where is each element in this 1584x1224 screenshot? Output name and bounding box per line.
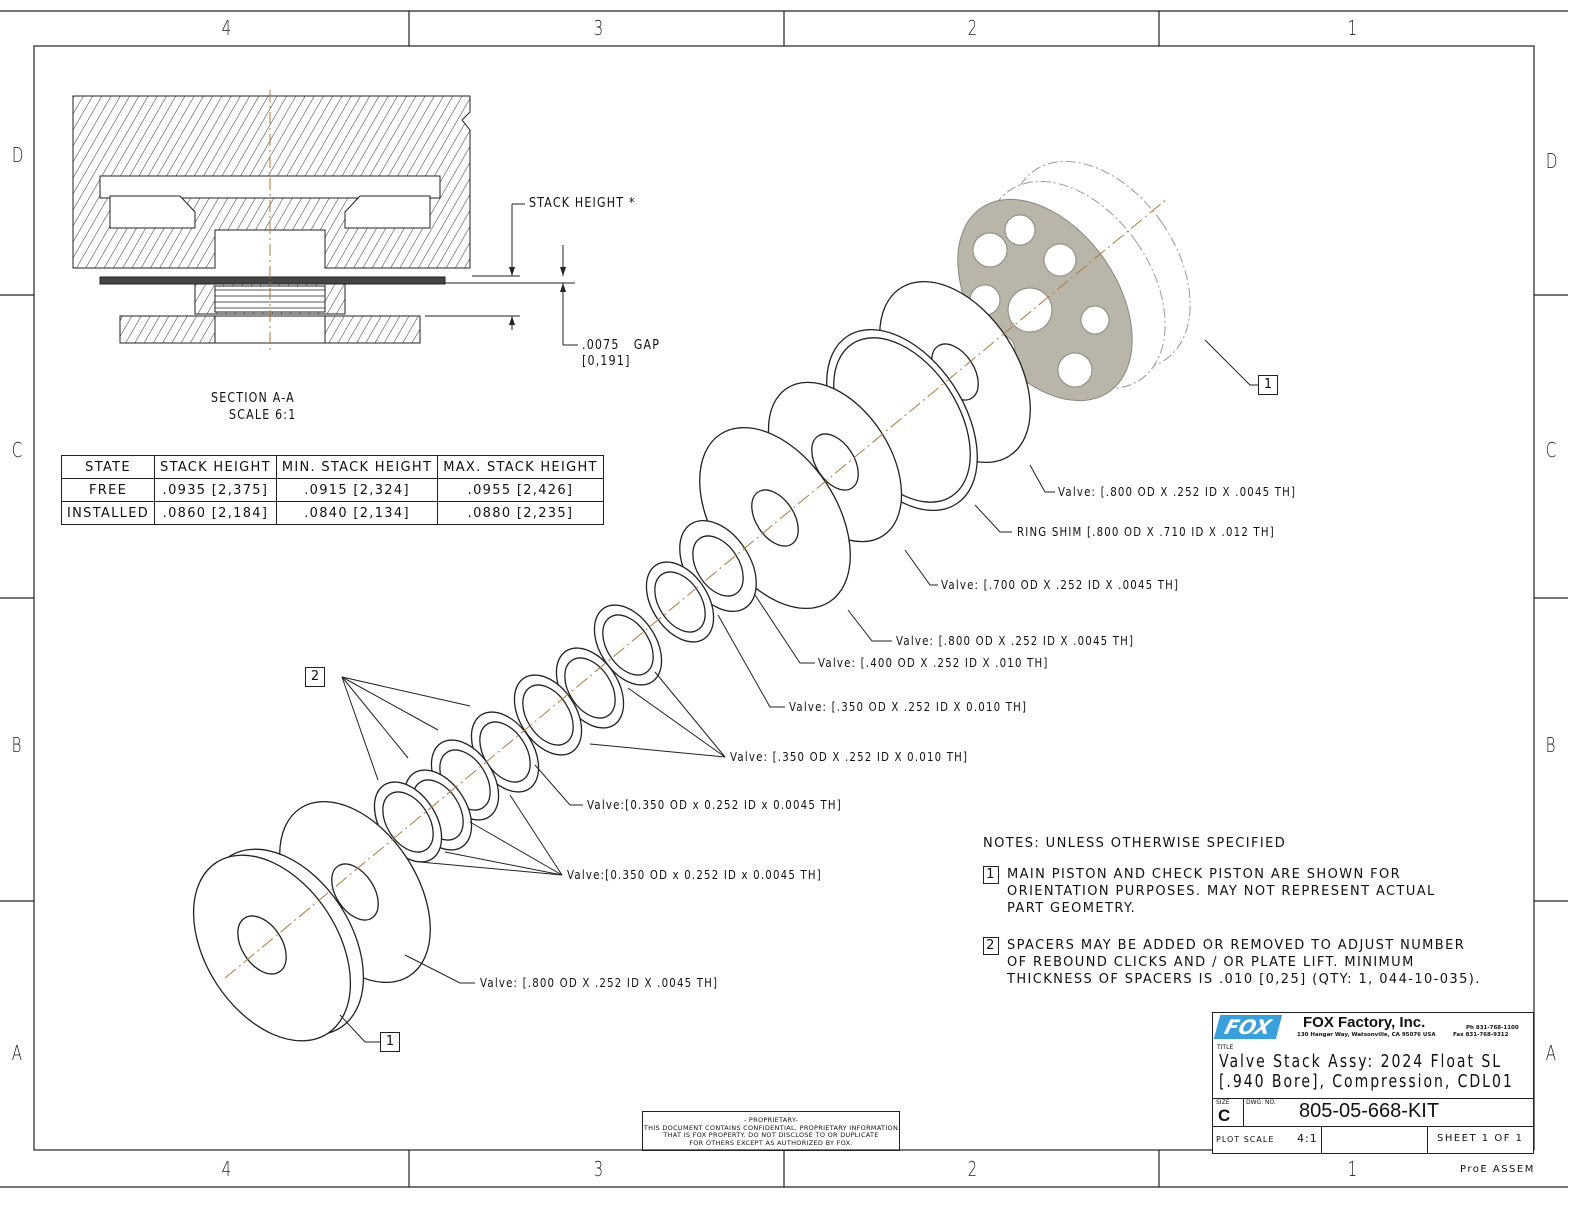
- title-label: TITLE: [1217, 1044, 1234, 1051]
- drawing-title-line-2: [.940 Bore], Compression, CDL01: [1219, 1071, 1514, 1092]
- proprietary-line: THAT IS FOX PROPERTY. DO NOT DISCLOSE TO…: [663, 1131, 879, 1139]
- note-line: ORIENTATION PURPOSES. MAY NOT REPRESENT …: [1007, 884, 1436, 899]
- table-cell: .0840 [2,134]: [275, 501, 439, 525]
- table-cell: .0915 [2,324]: [275, 478, 439, 502]
- size-label: SIZE: [1216, 1099, 1230, 1106]
- drawing-number: 805-05-668-KIT: [1299, 1100, 1440, 1122]
- gap-metric: [0,191]: [582, 354, 631, 369]
- dwg-no-label: DWG. NO.: [1246, 1099, 1276, 1106]
- sheet-size: C: [1218, 1106, 1231, 1125]
- table-cell: .0935 [2,375]: [154, 478, 277, 502]
- table-row: INSTALLED .0860 [2,184] .0840 [2,134] .0…: [60, 501, 604, 525]
- zone-row-label: A: [1545, 1041, 1556, 1065]
- section-scale: SCALE 6:1: [229, 408, 297, 423]
- note-line: MAIN PISTON AND CHECK PISTON ARE SHOWN F…: [1007, 867, 1402, 882]
- balloon-note-1: 1: [1258, 375, 1278, 395]
- table-header: MAX. STACK HEIGHT: [437, 455, 604, 479]
- plot-scale: 4:1: [1297, 1132, 1318, 1145]
- note-line: THICKNESS OF SPACERS IS .010 [0,25] (QTY…: [1007, 972, 1481, 987]
- callout-valve-350-0045-group: Valve:[0.350 OD x 0.252 ID x 0.0045 TH]: [567, 868, 822, 882]
- note-number: 1: [983, 866, 999, 884]
- note-item: 1 MAIN PISTON AND CHECK PISTON ARE SHOWN…: [983, 866, 1481, 917]
- proprietary-notice: - PROPRIETARY- THIS DOCUMENT CONTAINS CO…: [642, 1111, 900, 1151]
- callout-valve-350-0045: Valve:[0.350 OD x 0.252 ID x 0.0045 TH]: [587, 798, 842, 812]
- table-cell: .0880 [2,235]: [437, 501, 604, 525]
- callout-valve-400: Valve: [.400 OD X .252 ID X .010 TH]: [818, 656, 1049, 670]
- note-item: 2 SPACERS MAY BE ADDED OR REMOVED TO ADJ…: [983, 937, 1481, 988]
- callout-valve-800-top: Valve: [.800 OD X .252 ID X .0045 TH]: [1058, 485, 1297, 499]
- stack-height-table: STATE STACK HEIGHT MIN. STACK HEIGHT MAX…: [60, 455, 604, 525]
- note-number: 2: [983, 937, 999, 955]
- callout-ring-shim: RING SHIM [.800 OD X .710 ID X .012 TH]: [1017, 525, 1275, 539]
- table-header-row: STATE STACK HEIGHT MIN. STACK HEIGHT MAX…: [60, 455, 604, 479]
- plot-scale-label: PLOT SCALE: [1216, 1135, 1275, 1144]
- callout-valve-700: Valve: [.700 OD X .252 ID X .0045 TH]: [941, 578, 1180, 592]
- note-line: OF REBOUND CLICKS AND / OR PLATE LIFT. M…: [1007, 955, 1415, 970]
- zone-row-label: D: [1545, 149, 1558, 173]
- table-row: FREE .0935 [2,375] .0915 [2,324] .0955 […: [60, 478, 604, 502]
- note-line: SPACERS MAY BE ADDED OR REMOVED TO ADJUS…: [1007, 938, 1466, 953]
- proprietary-line: FOR OTHERS EXCEPT AS AUTHORIZED BY FOX.: [689, 1138, 853, 1147]
- zone-col-label: 2: [967, 1157, 978, 1181]
- company-address: 130 Hangar Way, Watsonville, CA 95076 US…: [1297, 1032, 1436, 1038]
- callout-valve-350-group: Valve: [.350 OD X .252 ID X 0.010 TH]: [730, 750, 969, 764]
- notes: NOTES: UNLESS OTHERWISE SPECIFIED 1 MAIN…: [983, 835, 1481, 988]
- zone-col-label: 1: [1347, 16, 1358, 40]
- balloon-note-2: 2: [305, 667, 325, 687]
- zone-row-label: B: [1545, 733, 1556, 757]
- table-cell: INSTALLED: [60, 501, 156, 525]
- callout-valve-800-bottom: Valve: [.800 OD X .252 ID X .0045 TH]: [480, 976, 719, 990]
- zone-row-label: D: [11, 143, 24, 167]
- zone-row-label: C: [1545, 438, 1557, 462]
- callout-valve-350: Valve: [.350 OD X .252 ID X 0.010 TH]: [789, 700, 1028, 714]
- section-title: SECTION A-A: [211, 391, 295, 406]
- note-line: PART GEOMETRY.: [1007, 901, 1137, 916]
- drawing-title-line-1: Valve Stack Assy: 2024 Float SL: [1219, 1051, 1502, 1072]
- zone-col-label: 3: [593, 1157, 604, 1181]
- zone-row-label: B: [11, 733, 22, 757]
- callout-valve-800: Valve: [.800 OD X .252 ID X .0045 TH]: [896, 634, 1135, 648]
- notes-heading: NOTES: UNLESS OTHERWISE SPECIFIED: [983, 836, 1287, 851]
- company-name: FOX Factory, Inc.: [1303, 1014, 1426, 1031]
- table-cell: FREE: [60, 478, 156, 502]
- zone-row-label: A: [11, 1041, 22, 1065]
- zone-col-label: 4: [221, 16, 232, 40]
- company-phone: Ph 831-768-1100: [1466, 1025, 1519, 1031]
- stack-height-dimension: STACK HEIGHT *: [529, 196, 636, 211]
- zone-row-label: C: [11, 438, 23, 462]
- gap-dimension: .0075 GAP: [582, 338, 661, 353]
- table-cell: .0860 [2,184]: [154, 501, 277, 525]
- fox-logo: FOX: [1213, 1015, 1283, 1039]
- balloon-note-1: 1: [380, 1032, 400, 1052]
- sheet-number: SHEET 1 OF 1: [1437, 1133, 1524, 1144]
- company-fax: Fax 831-768-9312: [1453, 1032, 1509, 1038]
- proprietary-line: THIS DOCUMENT CONTAINS CONFIDENTIAL, PRO…: [643, 1123, 899, 1132]
- table-cell: .0955 [2,426]: [437, 478, 604, 502]
- proprietary-line: - PROPRIETARY-: [743, 1116, 799, 1124]
- cad-source: ProE ASSEM: [1460, 1164, 1535, 1175]
- table-header: MIN. STACK HEIGHT: [275, 455, 439, 479]
- zone-col-label: 4: [221, 1157, 232, 1181]
- zone-col-label: 3: [593, 16, 604, 40]
- zone-col-label: 1: [1347, 1157, 1358, 1181]
- zone-col-label: 2: [967, 16, 978, 40]
- title-block: FOX FOX Factory, Inc. 130 Hangar Way, Wa…: [1212, 1012, 1534, 1154]
